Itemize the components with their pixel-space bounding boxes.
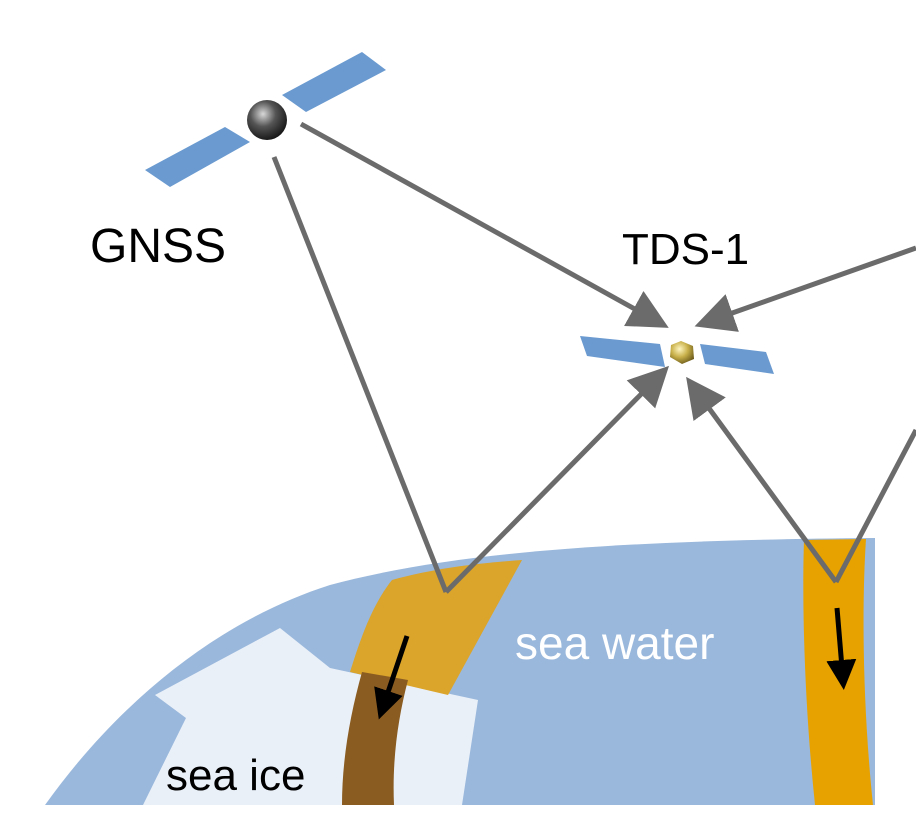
signal-paths	[271, 121, 916, 594]
track-direction-arrow-left	[374, 635, 410, 720]
reflected-signal-surface-to-tds1	[444, 365, 670, 594]
footprint-water	[350, 560, 522, 695]
direct-signal-gnss-to-tds1	[299, 121, 669, 328]
solar-panel-left	[145, 127, 250, 187]
reflected-signal-right-to-tds1	[686, 376, 839, 584]
gnss-satellite-icon	[145, 52, 386, 187]
track-direction-arrow-right	[826, 607, 857, 690]
solar-panel-right	[700, 344, 774, 374]
satellite-body	[247, 100, 287, 140]
incident-signal-offscreen-to-surface	[833, 428, 916, 584]
solar-panel-left	[580, 336, 665, 367]
incident-signal-gnss-to-surface	[271, 156, 449, 593]
tds1-satellite-icon	[580, 336, 774, 374]
sea-water-label: sea water	[515, 617, 714, 669]
solar-panel-right	[282, 52, 386, 112]
tds1-label: TDS-1	[622, 225, 749, 274]
sea-ice-label: sea ice	[166, 751, 305, 800]
direct-signal-offscreen-to-tds1	[694, 245, 916, 332]
gnss-label: GNSS	[90, 220, 226, 273]
satellite-body	[670, 341, 694, 364]
